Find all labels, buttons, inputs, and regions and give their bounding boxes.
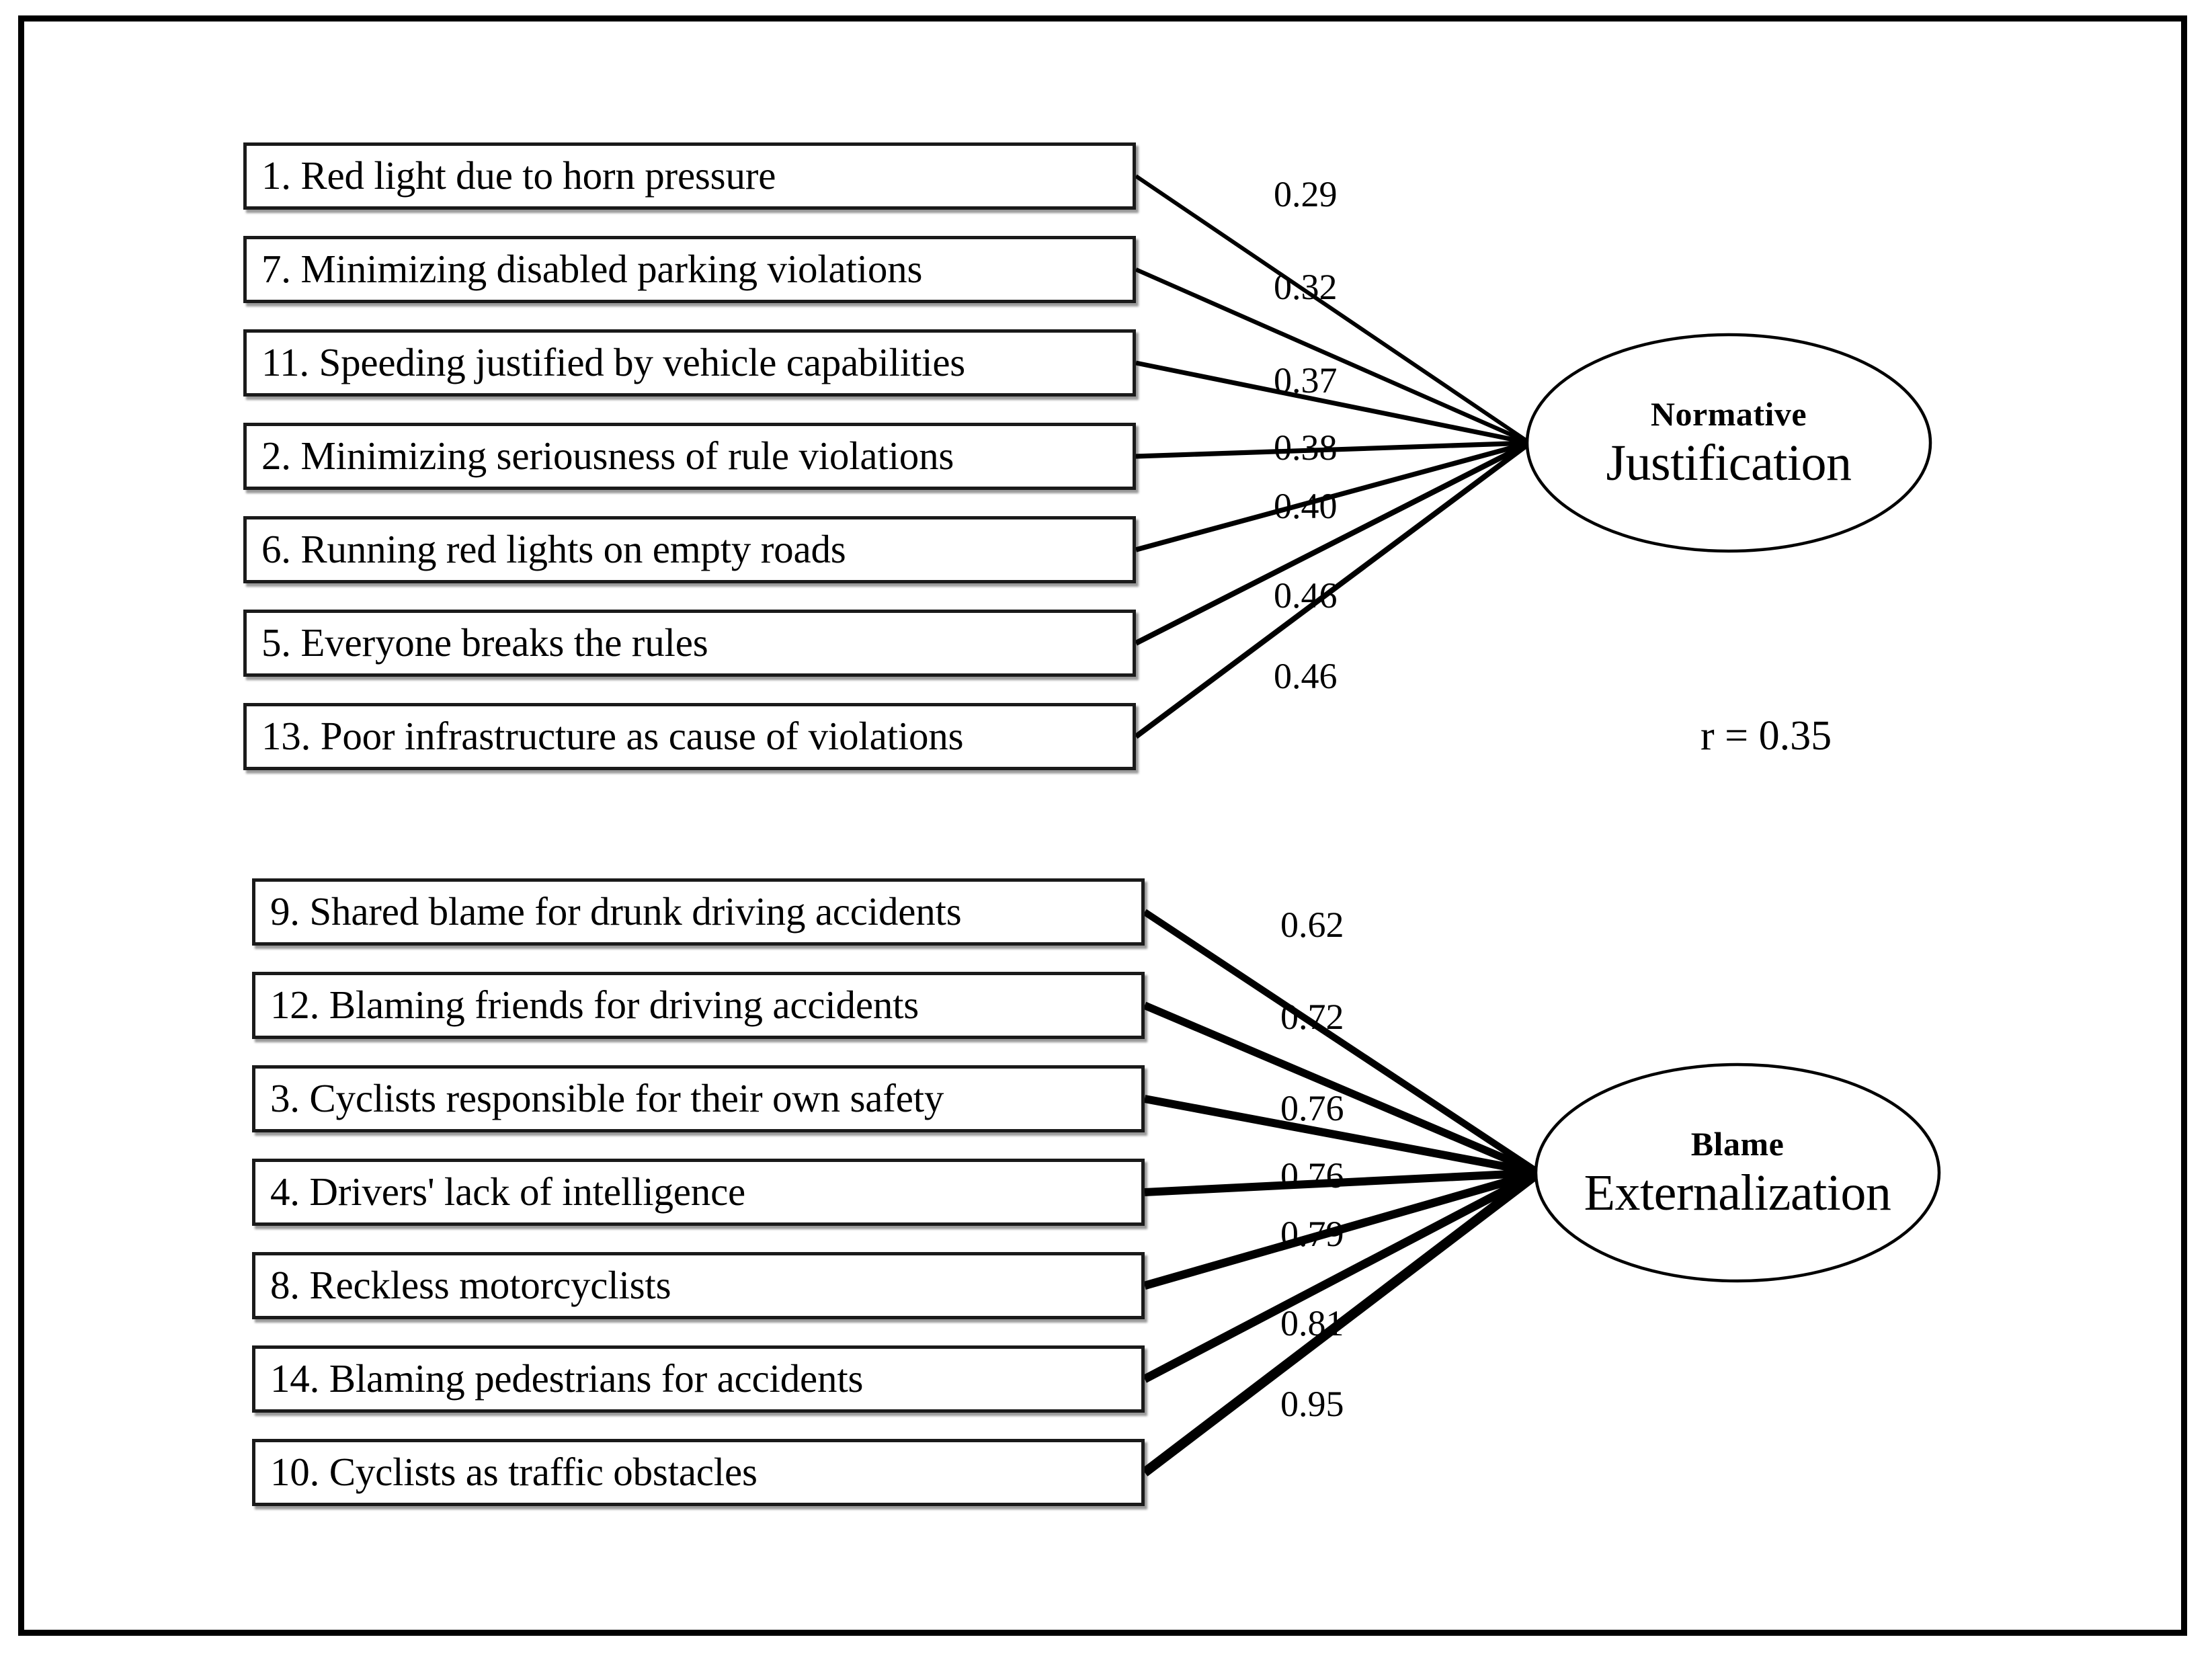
latent-factor-ellipse[interactable]	[1534, 1063, 1941, 1283]
factor-loading-path	[1143, 1095, 1540, 1177]
indicator-box[interactable]: 1. Red light due to horn pressure	[243, 142, 1136, 210]
latent-mainlabel: Externalization	[1584, 1165, 1891, 1221]
indicator-label: 3. Cyclists responsible for their own sa…	[270, 1076, 944, 1121]
indicator-label: 4. Drivers' lack of intelligence	[270, 1169, 746, 1214]
indicator-label: 13. Poor infrastructure as cause of viol…	[261, 714, 964, 759]
indicator-label: 2. Minimizing seriousness of rule violat…	[261, 433, 954, 479]
indicator-label: 7. Minimizing disabled parking violation…	[261, 247, 923, 292]
factor-loading-path	[1143, 1169, 1541, 1383]
loading-value-label: 0.79	[1280, 1214, 1344, 1254]
factor-loading-path	[1135, 174, 1531, 445]
loading-value-label: 0.72	[1280, 997, 1344, 1037]
indicator-label: 12. Blaming friends for driving accident…	[270, 983, 919, 1028]
indicator-box[interactable]: 9. Shared blame for drunk driving accide…	[252, 878, 1145, 946]
factor-loading-path	[1134, 440, 1532, 739]
factor-loading-path	[1143, 909, 1541, 1176]
indicator-label: 8. Reckless motorcyclists	[270, 1263, 671, 1308]
loading-value-label: 0.95	[1280, 1384, 1344, 1424]
factor-loading-path	[1135, 440, 1530, 552]
factor-loading-path	[1143, 1169, 1540, 1290]
indicator-box[interactable]: 14. Blaming pedestrians for accidents	[252, 1345, 1145, 1413]
indicator-box[interactable]: 10. Cyclists as traffic obstacles	[252, 1439, 1145, 1506]
loading-value-label: 0.29	[1274, 174, 1338, 214]
factor-loading-path	[1141, 1169, 1542, 1477]
indicator-label: 1. Red light due to horn pressure	[261, 153, 776, 198]
latent-factor-ellipse[interactable]	[1525, 333, 1932, 553]
loading-value-label: 0.76	[1280, 1155, 1344, 1196]
factor-loading-path	[1135, 267, 1531, 445]
indicator-box[interactable]: 7. Minimizing disabled parking violation…	[243, 236, 1136, 303]
loading-value-label: 0.81	[1280, 1303, 1344, 1343]
loading-value-label: 0.62	[1280, 905, 1344, 945]
latent-normative-justification[interactable]: Normative Justification	[1527, 335, 1930, 551]
factor-loading-path	[1144, 1168, 1539, 1197]
loading-value-label: 0.38	[1274, 427, 1338, 468]
latent-sublabel: Normative	[1650, 395, 1807, 433]
factor-loading-path	[1143, 1001, 1541, 1177]
loading-value-label: 0.32	[1274, 267, 1338, 307]
indicator-label: 9. Shared blame for drunk driving accide…	[270, 889, 962, 934]
indicator-label: 6. Running red lights on empty roads	[261, 527, 846, 572]
indicator-box[interactable]: 5. Everyone breaks the rules	[243, 610, 1136, 677]
latent-blame-externalization[interactable]: Blame Externalization	[1536, 1065, 1939, 1281]
indicator-label: 14. Blaming pedestrians for accidents	[270, 1356, 864, 1401]
latent-sublabel: Blame	[1690, 1125, 1785, 1163]
loading-value-label: 0.76	[1280, 1088, 1344, 1128]
indicator-label: 10. Cyclists as traffic obstacles	[270, 1450, 757, 1495]
indicator-box[interactable]: 6. Running red lights on empty roads	[243, 516, 1136, 583]
indicator-box[interactable]: 13. Poor infrastructure as cause of viol…	[243, 703, 1136, 770]
indicator-box[interactable]: 12. Blaming friends for driving accident…	[252, 972, 1145, 1039]
indicator-box[interactable]: 11. Speeding justified by vehicle capabi…	[243, 329, 1136, 397]
indicator-box[interactable]: 2. Minimizing seriousness of rule violat…	[243, 423, 1136, 490]
indicator-box[interactable]: 8. Reckless motorcyclists	[252, 1252, 1145, 1319]
loading-value-label: 0.46	[1274, 575, 1338, 616]
indicator-box[interactable]: 4. Drivers' lack of intelligence	[252, 1159, 1145, 1226]
factor-loading-path	[1135, 440, 1531, 646]
indicator-label: 11. Speeding justified by vehicle capabi…	[261, 340, 966, 385]
loading-value-label: 0.40	[1274, 486, 1338, 526]
indicator-label: 5. Everyone breaks the rules	[261, 620, 708, 665]
loading-value-label: 0.37	[1274, 360, 1338, 401]
factor-correlation-label: r = 0.35	[1701, 713, 1832, 759]
factor-loading-path	[1135, 360, 1530, 446]
latent-mainlabel: Justification	[1606, 435, 1852, 491]
indicator-box[interactable]: 3. Cyclists responsible for their own sa…	[252, 1065, 1145, 1132]
factor-loading-path	[1135, 440, 1530, 459]
loading-value-label: 0.46	[1274, 656, 1338, 696]
